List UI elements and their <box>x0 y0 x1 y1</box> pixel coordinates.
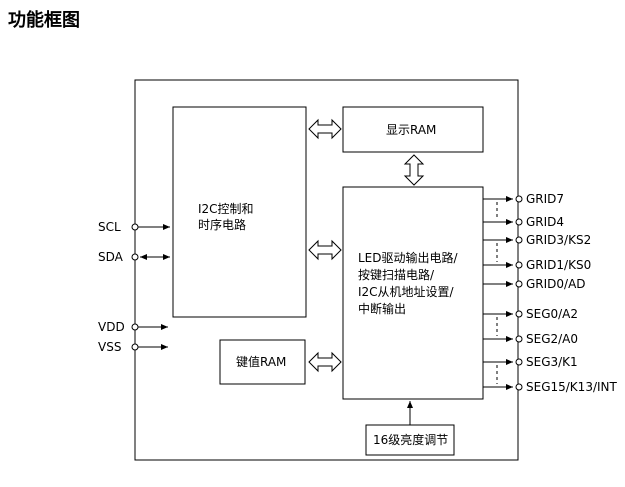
led-driver-line-3: I2C从机地址设置/ <box>358 285 455 299</box>
bus-arrow-i2c-display <box>308 118 342 140</box>
pin-label-grid4: GRID4 <box>526 215 564 229</box>
chip-outline <box>134 79 519 461</box>
brightness-block: 16级亮度调节 <box>365 424 455 456</box>
pin-seg0-a2: SEG0/A2 <box>483 307 578 321</box>
bus-arrow-display-driver <box>403 154 425 186</box>
pin-label-grid1-ks0: GRID1/KS0 <box>526 258 591 272</box>
pin-label-grid0-ad: GRID0/AD <box>526 277 586 291</box>
pin-vdd: VDD <box>98 320 168 334</box>
i2c-control-line-2: 时序电路 <box>198 217 246 232</box>
pin-label-vdd: VDD <box>98 320 125 334</box>
pin-label-seg0-a2: SEG0/A2 <box>526 307 578 321</box>
pin-label-grid3-ks2: GRID3/KS2 <box>526 233 591 247</box>
pin-label-scl: SCL <box>98 220 121 234</box>
i2c-control-block: I2C控制和 时序电路 <box>172 106 307 318</box>
pin-label-seg2-a0: SEG2/A0 <box>526 332 578 346</box>
bus-arrow-keyram-driver <box>308 351 342 373</box>
display-ram-label: 显示RAM <box>386 123 436 137</box>
pin-label-vss: VSS <box>98 340 121 354</box>
pin-grid7: GRID7 <box>483 192 564 206</box>
key-ram-label: 键值RAM <box>236 354 286 369</box>
key-ram-block: 键值RAM <box>219 339 306 385</box>
pin-vss: VSS <box>98 340 168 354</box>
i2c-control-line-1: I2C控制和 <box>198 202 254 216</box>
pin-label-seg15-k13-int: SEG15/K13/INT <box>526 380 618 394</box>
pin-seg15-k13-int: SEG15/K13/INT <box>483 380 618 394</box>
pin-seg2-a0: SEG2/A0 <box>483 332 578 346</box>
pin-scl: SCL <box>98 220 170 234</box>
pin-sda: SDA <box>98 250 170 264</box>
led-driver-block: LED驱动输出电路/ 按键扫描电路/ I2C从机地址设置/ 中断输出 <box>342 186 484 400</box>
pin-grid0-ad: GRID0/AD <box>483 277 586 291</box>
led-driver-line-2: 按键扫描电路/ <box>358 267 435 282</box>
bus-arrow-i2c-driver <box>308 239 342 261</box>
brightness-label: 16级亮度调节 <box>373 432 448 447</box>
pin-grid3-ks2: GRID3/KS2 <box>483 233 591 247</box>
pin-grid4: GRID4 <box>483 215 564 229</box>
led-driver-line-1: LED驱动输出电路/ <box>358 250 459 265</box>
pin-label-grid7: GRID7 <box>526 192 564 206</box>
pin-seg3-k1: SEG3/K1 <box>483 355 578 369</box>
pin-label-sda: SDA <box>98 250 124 264</box>
display-ram-block: 显示RAM <box>342 106 484 153</box>
pin-grid1-ks0: GRID1/KS0 <box>483 258 591 272</box>
page-title: 功能框图 <box>8 9 80 31</box>
led-driver-line-4: 中断输出 <box>358 301 406 316</box>
pin-label-seg3-k1: SEG3/K1 <box>526 355 578 369</box>
